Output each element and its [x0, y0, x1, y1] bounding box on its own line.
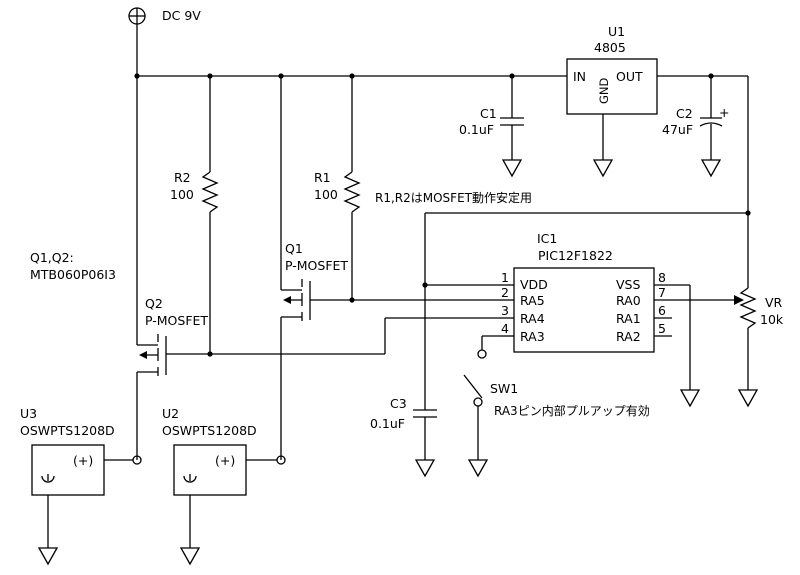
resistor-r2 [201, 76, 219, 357]
ground-symbol-c1 [501, 159, 523, 178]
regulator-u1 [566, 58, 749, 213]
power-symbol-dc9v [128, 7, 146, 76]
ic1-pin-name-ra2: RA2 [616, 329, 641, 344]
net-5v [422, 210, 751, 410]
capacitor-c1 [500, 76, 524, 160]
ic1-pin-num-5: 5 [658, 321, 666, 336]
q-note-line1: Q1,Q2: [30, 250, 74, 265]
q-note-line2: MTB060P06I3 [30, 267, 116, 282]
u1-pin-in: IN [573, 69, 586, 84]
ic1-pin-num-2: 2 [501, 285, 509, 300]
ic1-pin-num-7: 7 [658, 285, 666, 300]
c1-value: 0.1uF [459, 122, 494, 137]
rail-9v [134, 73, 567, 79]
vr-value: 10k [760, 312, 784, 327]
capacitor-c3 [413, 409, 437, 478]
r1-ref: R1 [314, 170, 331, 185]
u3-ref: U3 [20, 406, 37, 421]
c1-ref: C1 [480, 106, 497, 121]
u1-part: 4805 [594, 40, 626, 55]
resistor-r1 [343, 76, 361, 303]
u3-part: OSWPTS1208D [20, 423, 115, 438]
vr-ref: VR [765, 295, 783, 310]
u2-plus: (+) [215, 453, 235, 468]
ic1-pin-name-vss: VSS [616, 277, 640, 292]
ic1-part: PIC12F1822 [538, 248, 613, 263]
u2-part: OSWPTS1208D [162, 423, 257, 438]
ground-symbol-c2 [700, 159, 722, 178]
ic1-body [500, 267, 690, 353]
ground-symbol-u1 [592, 159, 614, 178]
r1-value: 100 [314, 187, 338, 202]
ic1-pin-num-6: 6 [658, 303, 666, 318]
sw1-note: RA3ピン内部プルアップ有効 [494, 403, 650, 418]
q1-ref: Q1 [285, 241, 303, 256]
q2-type: P-MOSFET [145, 313, 208, 328]
sw1-ref: SW1 [490, 381, 518, 396]
mosfet-q1 [280, 76, 500, 460]
ic1-pin-num-3: 3 [501, 303, 509, 318]
ic1-ref: IC1 [537, 231, 557, 246]
led-module-u3 [31, 444, 142, 566]
ic1-pin-name-ra1: RA1 [616, 311, 641, 326]
c2-value: 47uF [662, 122, 693, 137]
u1-pin-out: OUT [616, 69, 643, 84]
u2-ref: U2 [162, 406, 179, 421]
ic1-pin-name-ra5: RA5 [520, 293, 545, 308]
c3-ref: C3 [390, 396, 407, 411]
ic1-pin-name-vdd: VDD [520, 277, 548, 292]
r2-ref: R2 [174, 170, 191, 185]
c2-polarity: + [719, 105, 729, 120]
mosfet-note: R1,R2はMOSFET動作安定用 [375, 190, 532, 205]
r2-value: 100 [170, 187, 194, 202]
c3-value: 0.1uF [370, 416, 405, 431]
potentiometer-vr [672, 213, 759, 408]
led-module-u2 [173, 444, 286, 566]
u1-ref: U1 [608, 24, 625, 39]
ic1-pin-num-1: 1 [501, 270, 509, 285]
switch-sw1 [463, 335, 500, 478]
mosfet-q2 [136, 76, 500, 460]
ic1-pin-num-4: 4 [501, 321, 509, 336]
ic1-pin-num-8: 8 [658, 270, 666, 285]
ic1-pin-name-ra4: RA4 [520, 311, 545, 326]
ic1-pin-name-ra0: RA0 [616, 293, 641, 308]
q2-ref: Q2 [145, 296, 163, 311]
c2-ref: C2 [676, 106, 693, 121]
u1-pin-gnd: GND [597, 77, 611, 104]
ground-symbol-vss [679, 285, 701, 408]
power-label: DC 9V [162, 8, 201, 23]
q1-type: P-MOSFET [285, 258, 348, 273]
u3-plus: (+) [73, 453, 93, 468]
capacitor-c2 [699, 76, 723, 160]
ic1-pin-name-ra3: RA3 [520, 329, 545, 344]
